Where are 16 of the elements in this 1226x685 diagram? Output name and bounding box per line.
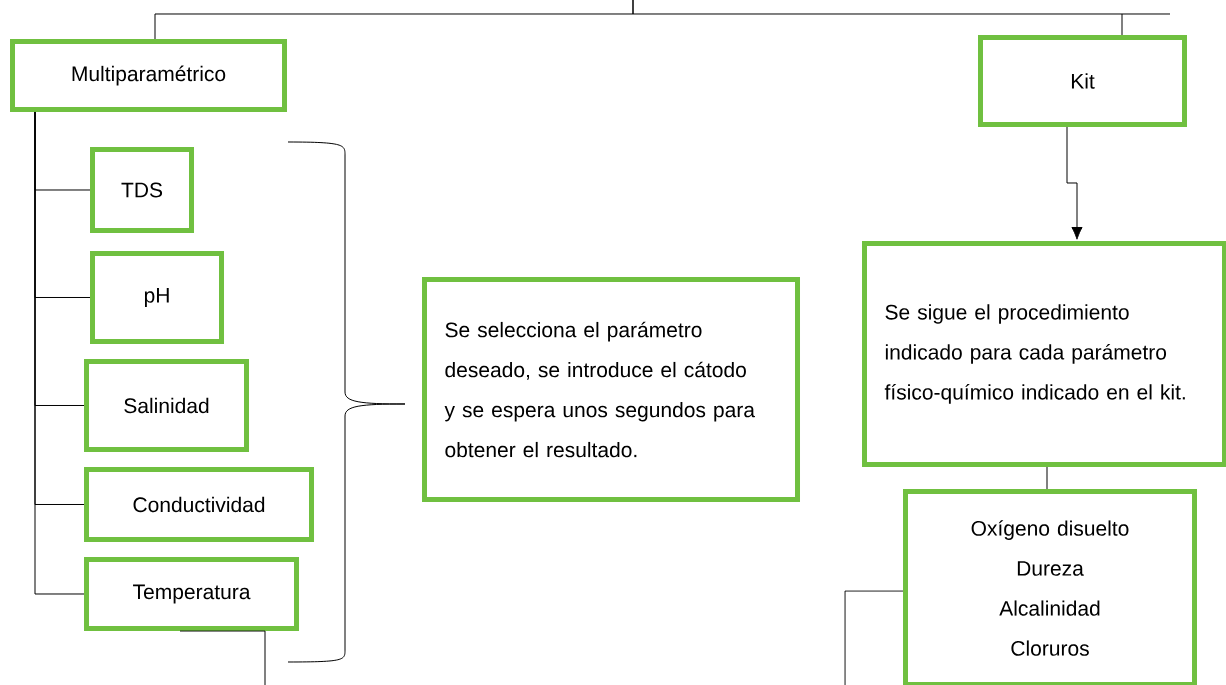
connector-line [34, 111, 85, 595]
connector-line [1046, 466, 1048, 490]
parameter-box: TDS [90, 147, 194, 233]
arrow [1066, 126, 1083, 240]
process-box: Kit [978, 35, 1187, 127]
parameter-box: pH [90, 251, 224, 344]
process-box: Multiparamétrico [10, 39, 287, 112]
parameter-box: Temperatura [84, 557, 299, 631]
text-box: Se selecciona el parámetro deseado, se introduce el cátodo y se espera unos segundos para obtener el resultado. [422, 277, 800, 502]
connector-line [179, 630, 266, 685]
connector-line [844, 590, 904, 685]
text-box: Se sigue el procedimiento indicado para cada parámetro físico-químico indicado en el kit. [862, 241, 1226, 467]
parameter-box: Conductividad [84, 467, 314, 542]
list-box: Oxígeno disuelto Dureza Alcalinidad Cloruros [903, 489, 1197, 685]
connector-line [632, 0, 1171, 36]
parameter-box: Salinidad [84, 359, 249, 452]
